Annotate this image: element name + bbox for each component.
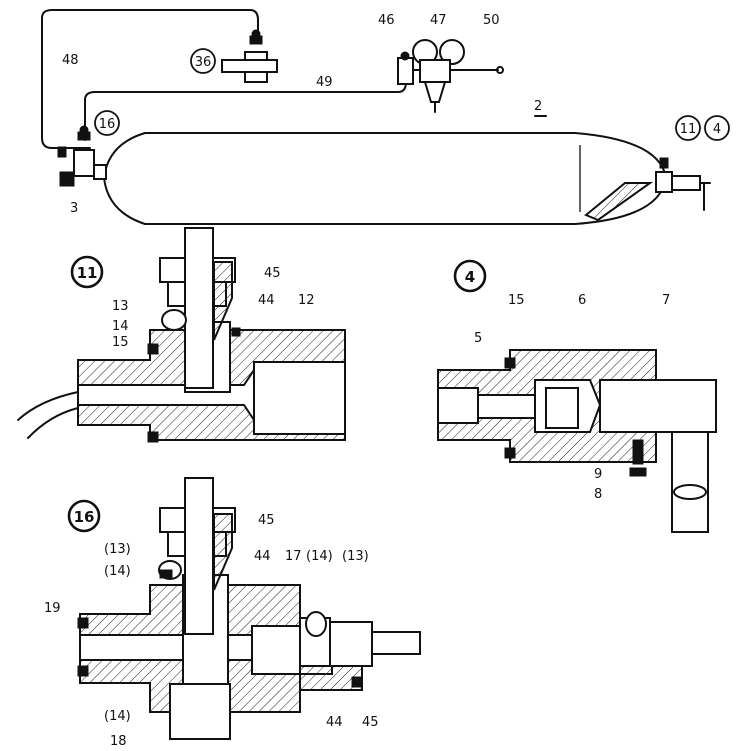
- detail-4: 4 15 5 6 7 9 8: [437, 259, 717, 533]
- seal-14: [231, 327, 241, 337]
- label-2: 2: [534, 99, 542, 114]
- label-14c: (14): [104, 709, 131, 724]
- pipe-49: [84, 73, 407, 141]
- label-13a: (13): [104, 542, 131, 557]
- label-44: 44: [258, 293, 275, 308]
- cylinder-dip-tube: [584, 182, 654, 222]
- packing-44: [213, 261, 233, 341]
- label-45a: 45: [258, 513, 275, 528]
- fitting-bore: [253, 361, 346, 435]
- fitting-channel: [77, 366, 255, 424]
- pipe-48: [41, 9, 259, 149]
- pressure-regulator: [397, 39, 504, 113]
- gas-cylinder: [103, 132, 667, 225]
- seal-15b: [147, 431, 159, 443]
- label-45b: 45: [362, 715, 379, 730]
- detail-11: 11 45 44 12 13 14 15: [17, 227, 346, 443]
- label-15: 15: [112, 335, 129, 350]
- label-4: 4: [713, 122, 721, 137]
- stem: [184, 227, 214, 389]
- label-45: 45: [264, 266, 281, 281]
- label-50: 50: [483, 13, 500, 28]
- label-14: 14: [112, 319, 129, 334]
- inlet-channel: [477, 394, 536, 419]
- label-12: 12: [298, 293, 315, 308]
- label-9: 9: [594, 467, 602, 482]
- label-48: 48: [62, 53, 79, 68]
- label-36: 36: [195, 55, 212, 70]
- callout-circle-11: [675, 115, 701, 141]
- label-47: 47: [430, 13, 447, 28]
- packing-44: [213, 513, 233, 591]
- pin-9: [632, 439, 644, 465]
- label-19: 19: [44, 601, 61, 616]
- tube-outer: [17, 391, 79, 421]
- stem: [184, 477, 214, 635]
- label-15: 15: [508, 293, 525, 308]
- detail-4-title: 4: [465, 268, 475, 286]
- plug-18: [169, 683, 231, 740]
- inlet-bore: [437, 387, 479, 424]
- detail-11-title-circle: [70, 255, 104, 289]
- label-13b: (13): [342, 549, 369, 564]
- washer-13b: [305, 611, 327, 637]
- label-44a: 44: [254, 549, 271, 564]
- label-3: 3: [70, 201, 78, 216]
- lever-shaft: [671, 431, 709, 533]
- cylinder-valve-16: [57, 125, 107, 187]
- label-16: 16: [99, 117, 116, 132]
- label-17: 17: [285, 549, 302, 564]
- label-8: 8: [594, 487, 602, 502]
- callout-circle-36: [190, 48, 216, 74]
- detail-16-title-circle: [67, 499, 101, 533]
- seal-15: [504, 357, 516, 369]
- tee-channel: [79, 634, 261, 661]
- side-tube: [371, 631, 421, 655]
- label-44b: 44: [326, 715, 343, 730]
- detail-4-title-circle: [453, 259, 487, 293]
- label-5: 5: [474, 331, 482, 346]
- seal-14a: [159, 569, 173, 579]
- valve-36: [221, 29, 278, 83]
- seal-15b: [504, 447, 516, 459]
- lever-break: [673, 484, 707, 500]
- seal-19: [77, 617, 89, 629]
- label-49: 49: [316, 75, 333, 90]
- overview-assembly: 48 36 49 46 47 50 2 16 3 11 4: [41, 9, 730, 225]
- handle-7: [599, 379, 717, 433]
- detail-16: 16 45 (13) (14) 44 17 (14) (13) 19 (14) …: [44, 477, 421, 749]
- washer-13: [161, 309, 187, 331]
- plug: [545, 387, 579, 429]
- label-46: 46: [378, 13, 395, 28]
- label-13: 13: [112, 299, 129, 314]
- label-7: 7: [662, 293, 670, 308]
- detail-16-title: 16: [74, 508, 95, 526]
- cylinder-valve-11: [655, 157, 711, 211]
- label-14b: (14): [306, 549, 333, 564]
- label-14a: (14): [104, 564, 131, 579]
- packing-44b: [299, 665, 363, 691]
- label-6: 6: [578, 293, 586, 308]
- label-18: 18: [110, 734, 127, 749]
- seal-45b: [351, 676, 363, 688]
- tube-inner: [27, 407, 79, 439]
- label-11: 11: [680, 122, 697, 137]
- side-nut-outer: [329, 621, 373, 667]
- seal-15: [147, 343, 159, 355]
- callout-circle-16: [94, 110, 120, 136]
- seal-19b: [77, 665, 89, 677]
- detail-11-title: 11: [77, 264, 98, 282]
- callout-circle-4: [704, 115, 730, 141]
- clip-8: [629, 467, 647, 477]
